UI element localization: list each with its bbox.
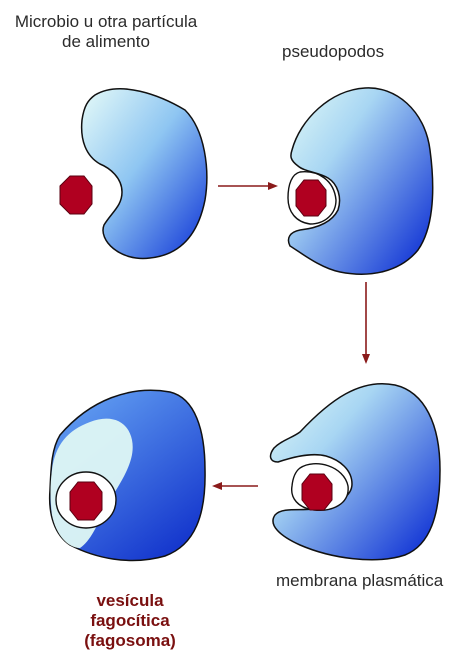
arrow-down [362,282,370,364]
particle-3 [302,474,332,510]
stage-pseudopods [288,88,433,274]
label-vesicle: vesícula fagocítica (fagosoma) [62,591,198,651]
cell-body-1 [82,89,207,259]
arrow-right-1 [218,182,278,190]
label-vesicle-line1: vesícula fagocítica [62,591,198,631]
label-membrane: membrana plasmática [276,571,443,591]
arrow-left [212,482,258,490]
label-microbe: Microbio u otra partícula de alimento [6,12,206,52]
label-microbe-line2: de alimento [6,32,206,52]
stage-approach [60,89,207,259]
stage-engulfing [271,384,440,560]
particle-4 [70,482,102,520]
label-microbe-line1: Microbio u otra partícula [6,12,206,32]
stage-phagosome [50,390,205,560]
label-vesicle-line2: (fagosoma) [62,631,198,651]
particle-2 [296,180,326,216]
particle-1 [60,176,92,214]
label-pseudopods: pseudopodos [282,42,384,62]
